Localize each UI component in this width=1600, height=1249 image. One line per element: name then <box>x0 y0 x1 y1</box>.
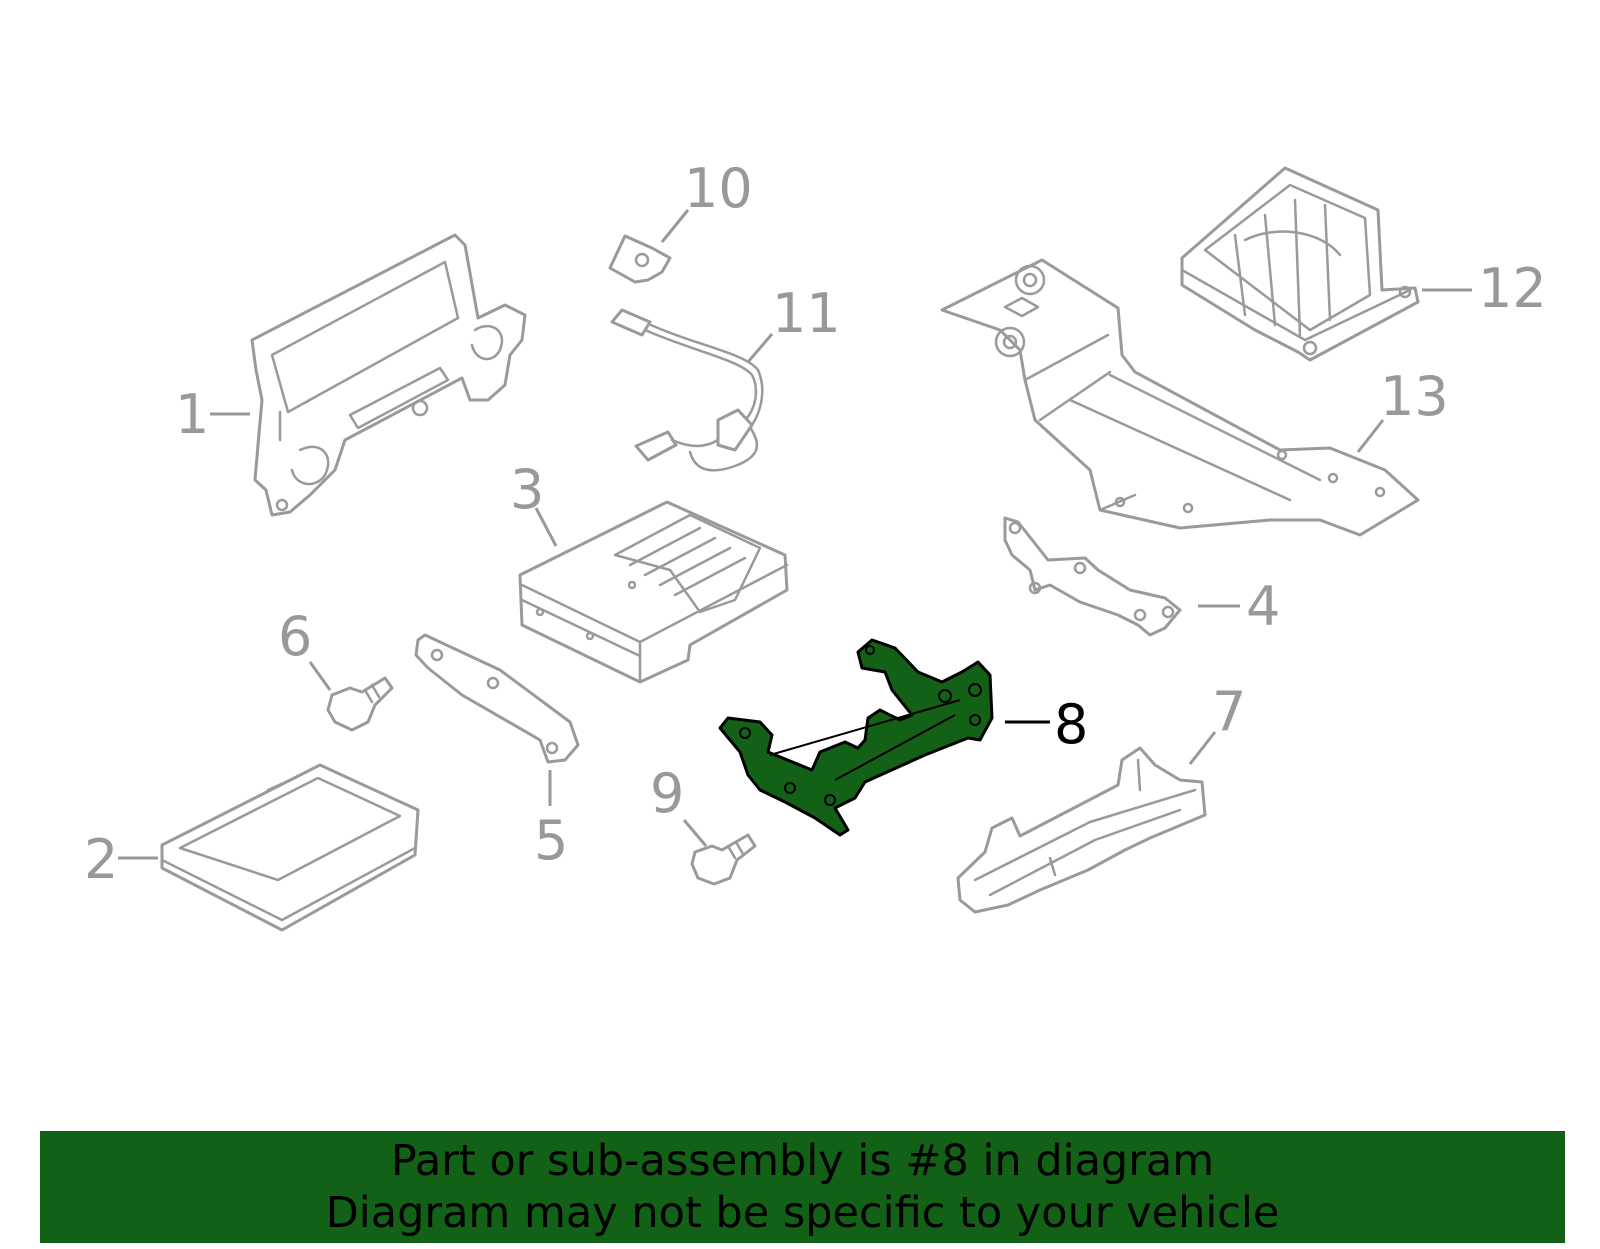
callout-10: 10 <box>684 157 753 220</box>
info-banner: Part or sub-assembly is #8 in diagram Di… <box>40 1131 1565 1243</box>
part-4-bracket[interactable] <box>1003 516 1182 637</box>
callout-2: 2 <box>84 828 118 891</box>
part-6-bolt[interactable] <box>326 676 394 732</box>
part-11-harness[interactable] <box>610 308 764 472</box>
leader-11 <box>746 333 774 363</box>
part-8-bracket-highlighted[interactable] <box>718 638 994 837</box>
part-13-mounting-plate[interactable] <box>940 258 1420 537</box>
part-1-display-unit[interactable] <box>250 233 527 517</box>
part-3-control-module[interactable] <box>518 500 789 684</box>
callout-4: 4 <box>1246 575 1280 638</box>
part-12-module[interactable] <box>1180 166 1420 362</box>
part-8-shape <box>718 638 994 837</box>
leader-9 <box>682 819 708 847</box>
callout-1: 1 <box>175 383 209 446</box>
callout-3: 3 <box>510 458 544 521</box>
part-10-clip[interactable] <box>608 234 672 284</box>
callout-9: 9 <box>650 762 684 825</box>
callout-12: 12 <box>1478 257 1547 320</box>
leader-10 <box>660 209 690 243</box>
callout-13: 13 <box>1380 365 1449 428</box>
banner-line-2: Diagram may not be specific to your vehi… <box>325 1188 1280 1238</box>
part-7-rail[interactable] <box>956 746 1207 914</box>
leader-3 <box>534 507 558 547</box>
leader-6 <box>308 661 332 691</box>
callout-8: 8 <box>1054 693 1088 756</box>
callout-6: 6 <box>278 605 312 668</box>
leader-lines <box>118 209 1472 860</box>
banner-line-1: Part or sub-assembly is #8 in diagram <box>390 1136 1215 1186</box>
callout-labels: 1 2 3 4 5 6 7 8 9 10 11 12 13 <box>84 157 1547 891</box>
part-5-bracket[interactable] <box>414 633 580 764</box>
callout-5: 5 <box>534 809 568 872</box>
part-9-bolt[interactable] <box>690 833 757 886</box>
part-2-plate[interactable] <box>160 763 420 932</box>
callout-7: 7 <box>1212 680 1246 743</box>
leader-7 <box>1188 731 1217 765</box>
leader-13 <box>1356 419 1385 453</box>
callout-11: 11 <box>772 282 841 345</box>
